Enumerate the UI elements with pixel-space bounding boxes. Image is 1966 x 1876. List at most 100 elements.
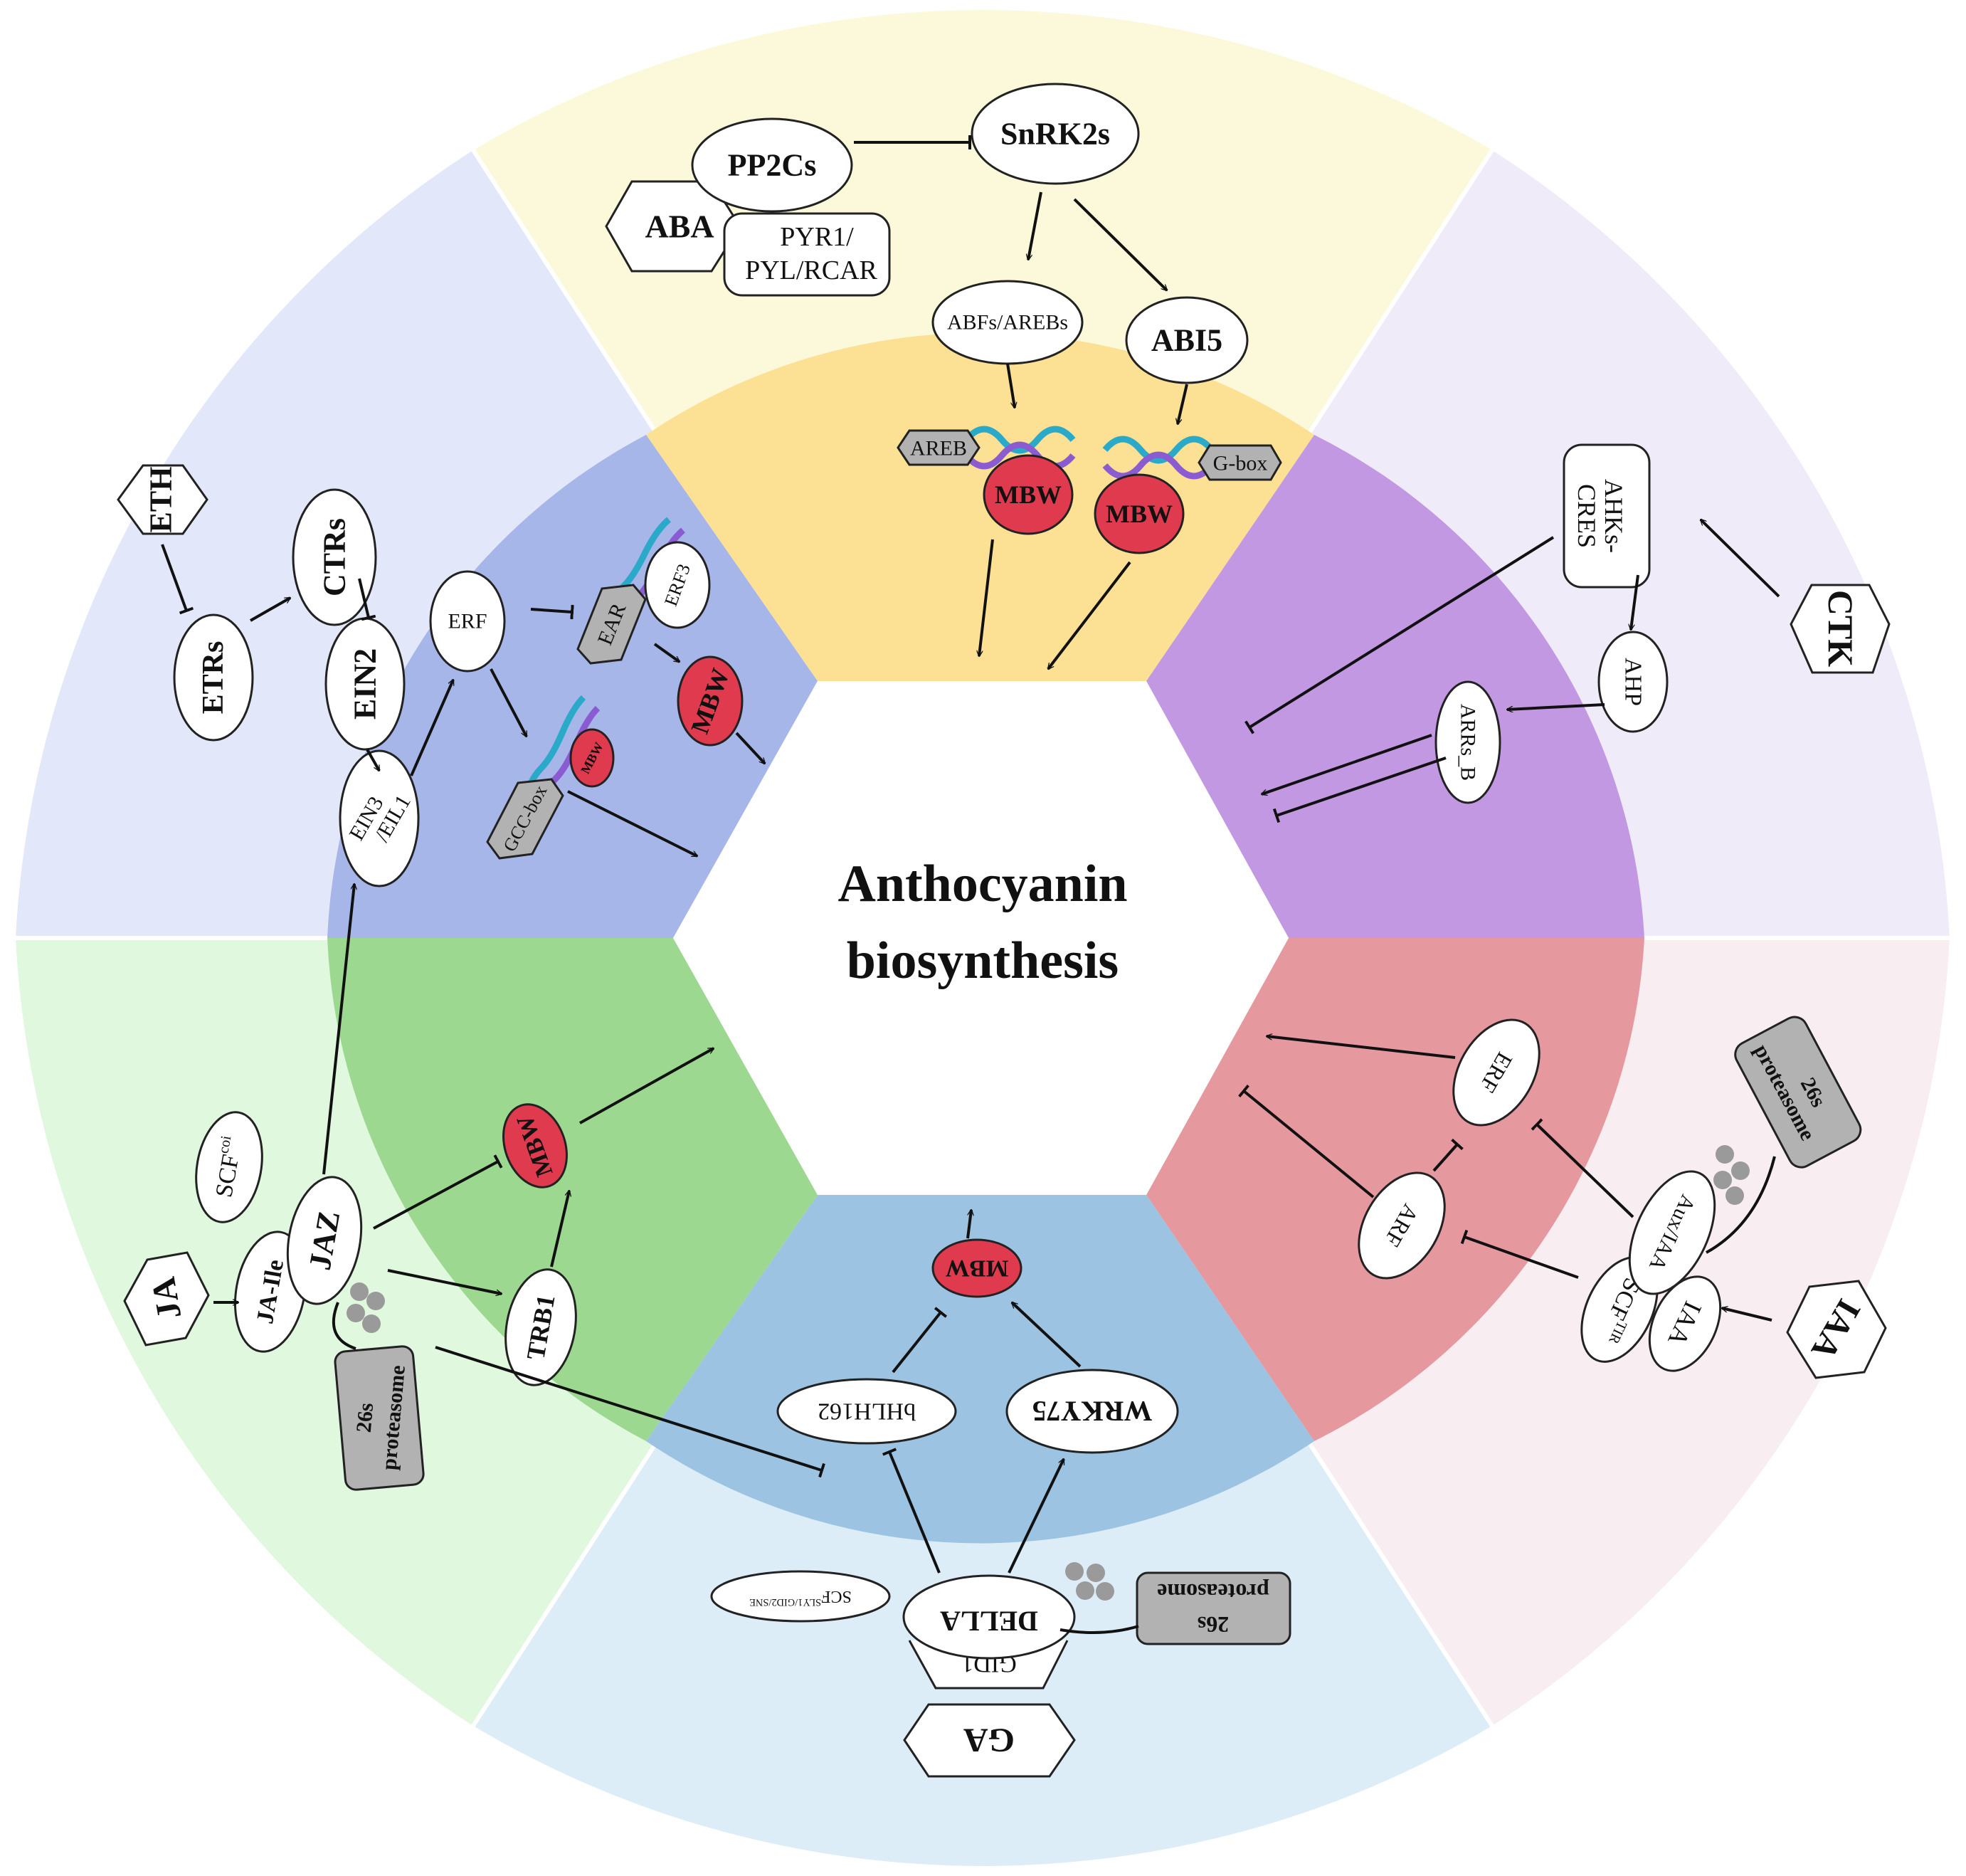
ahks-label-l1: AHKs- — [1600, 479, 1628, 553]
ja-pathway: JA JA-Ile SCFcoi JAZ TRB1 MBW 26s protea… — [123, 884, 825, 1491]
ahp-to-arrs — [1507, 703, 1605, 710]
snrk2s-to-abfs — [1028, 191, 1042, 260]
mbw-ga-label: MBW — [946, 1255, 1009, 1282]
pyr1-receptor-box — [723, 212, 891, 297]
mbw-eth-small — [569, 728, 615, 788]
arrs-node — [1434, 680, 1501, 804]
mbw-ga — [931, 1238, 1022, 1298]
jaz-to-ein3 — [322, 884, 354, 1175]
mbw-eth-big — [677, 655, 744, 747]
aux-iaa-node — [1628, 1170, 1716, 1295]
erf-iaa-to-center — [1267, 1036, 1456, 1059]
della-node — [902, 1574, 1076, 1660]
arrs-inhibits-center-1 — [1262, 734, 1432, 794]
arf-inhibits-erf — [1432, 1138, 1464, 1172]
scf-coi-node — [195, 1111, 263, 1223]
iaa-proteasome-box — [1734, 1016, 1862, 1169]
ga-pathway: GA GID1 DELLA SCFSLY1/GID2/SNE 26s prote… — [710, 1210, 1291, 1778]
ctk-inner-sector — [1146, 435, 1644, 938]
abfs-to-areb — [1006, 363, 1015, 408]
della-to-wrky — [1008, 1459, 1065, 1574]
mbw-ja-to-center — [579, 1047, 714, 1124]
ahks-label-l2: CRES — [1573, 484, 1601, 548]
ga-proteasome-link — [1059, 1625, 1139, 1634]
scf-inhibits-arf — [1460, 1229, 1579, 1279]
arrs-label: ARRs_B — [1457, 704, 1480, 781]
ein3-to-erf — [410, 680, 455, 776]
ja-proteasome-l1: 26s — [352, 1402, 379, 1433]
mbw-aba-right-to-center — [1047, 561, 1131, 669]
abi5-to-gbox — [1178, 384, 1188, 424]
ein3-eil1-node — [339, 749, 420, 887]
aba-pathway: ABA PYR1/ PYL/RCAR PP2Cs SnRK2s ABFs/ARE… — [605, 83, 1282, 669]
della-label: DELLA — [940, 1606, 1038, 1638]
ctk-hexagon — [1790, 584, 1891, 674]
ein2-label: EIN2 — [348, 648, 383, 720]
g-box — [1198, 444, 1282, 481]
ctk-pathway: CTK AHKs- CRES AHP ARRs_B — [1244, 443, 1891, 823]
ctrs-inhibits-ein2 — [358, 578, 376, 621]
jaz-node — [286, 1176, 363, 1305]
mbw-aba-right-label: MBW — [1106, 500, 1173, 528]
ahks-inhibits-center — [1244, 536, 1555, 734]
ja-label: JA — [144, 1274, 189, 1322]
trb1-node — [504, 1268, 577, 1386]
bhlh162-label: bHLH162 — [818, 1398, 916, 1425]
pyr1-label-l1: PYR1/ — [780, 222, 854, 252]
gcc-to-center — [567, 790, 697, 858]
ahks-cres-box — [1563, 443, 1651, 589]
erf-to-gcc — [490, 668, 528, 737]
wrky75-node — [1005, 1369, 1179, 1454]
ga-proteasome-l1: 26s — [1198, 1612, 1229, 1638]
iaa-degradation-dots — [1713, 1145, 1750, 1205]
areb-label: AREB — [910, 437, 967, 460]
eth-inhibits-etrs — [161, 544, 194, 615]
ear-box — [576, 584, 647, 665]
areb-box — [897, 429, 981, 466]
pyr1-label-l2: PYL/RCAR — [745, 255, 877, 285]
ga-hexagon — [903, 1703, 1076, 1778]
iaa-to-iaa-node — [1722, 1308, 1772, 1322]
mbw-aba-right — [1094, 473, 1185, 554]
wrky-to-mbw — [1012, 1302, 1082, 1368]
snrk2s-node — [971, 83, 1140, 185]
ahp-node — [1597, 631, 1669, 733]
iaa-pathway: IAA IAA SCFTIR Aux/IAA ARF ERF 26s prote… — [1238, 1016, 1887, 1379]
jaz-to-trb1 — [387, 1269, 502, 1294]
mbw-ja — [502, 1103, 568, 1189]
erf-eth-node — [429, 570, 506, 673]
pp2cs-node — [691, 117, 853, 213]
ja-inner-sector — [327, 938, 818, 1441]
pp2cs-label: PP2Cs — [728, 148, 817, 183]
iaa-hexagon — [1786, 1280, 1887, 1379]
abi5-label: ABI5 — [1151, 323, 1222, 358]
etrs-node — [173, 613, 254, 742]
center-title-line1: Anthocyanin — [837, 855, 1127, 913]
ga-label: GA — [963, 1722, 1015, 1759]
aba-dna-right-helix — [1102, 436, 1215, 480]
ja-proteasome-box — [334, 1345, 425, 1491]
gcc-box — [486, 778, 564, 860]
ja-inhibits-bhlh — [435, 1346, 825, 1478]
erf-eth-label: ERF — [448, 610, 487, 633]
mbw-eth-to-center — [735, 732, 765, 764]
ja-hexagon — [123, 1251, 210, 1347]
erf3-node — [644, 541, 711, 629]
mbw-ga-to-center — [966, 1210, 971, 1239]
bhlh162-node — [776, 1378, 957, 1445]
center-hexagon — [673, 681, 1289, 1195]
etrs-to-ctrs — [250, 596, 290, 622]
ga-degradation-dots — [1065, 1562, 1114, 1601]
abi5-node — [1125, 296, 1249, 384]
g-box-label: G-box — [1213, 452, 1268, 475]
arrs-inhibits-center-2 — [1272, 757, 1447, 823]
ga-proteasome-l2: proteasome — [1157, 1579, 1269, 1605]
ahks-to-ahp — [1631, 574, 1639, 630]
auxiaa-inhibits-erf — [1531, 1118, 1634, 1218]
wrky75-label: WRKY75 — [1032, 1396, 1153, 1428]
ja-degradation-dots — [347, 1282, 385, 1333]
snrk2s-label: SnRK2s — [1000, 117, 1110, 152]
jaz-inhibits-mbw — [373, 1154, 503, 1230]
iaa-node — [1648, 1275, 1722, 1372]
eth-label: ETH — [144, 467, 179, 533]
